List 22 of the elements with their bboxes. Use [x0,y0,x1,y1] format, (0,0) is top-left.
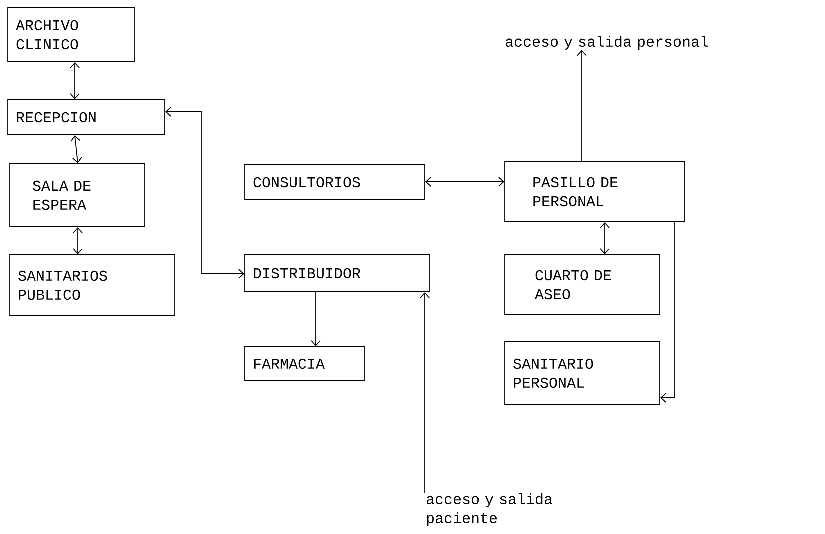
access-text: acceso y salida paciente [426,494,552,526]
room-box: SANITARIO PERSONAL [504,342,660,406]
room-box: PASILLO DE PERSONAL [504,162,686,222]
arrow [420,292,430,494]
arrow [660,222,676,403]
room-box: CONSULTORIOS [244,164,426,200]
arrow [165,107,245,279]
room-box: SALA DE ESPERA [10,164,146,228]
arrow [600,222,610,255]
room-box: DISTRIBUIDOR [244,254,430,292]
arrow [70,135,82,164]
arrow [73,227,83,255]
arrow [70,62,80,100]
arrow [577,50,587,162]
access-text: acceso y salida personal [506,36,708,50]
room-box: RECEPCION [8,100,166,136]
room-box: CUARTO DE ASEO [504,254,660,316]
room-box: ARCHIVO CLINICO [8,8,136,62]
room-box: FARMACIA [244,346,366,382]
room-box: SANITARIOS PUBLICO [10,254,176,316]
arrow [425,177,505,187]
arrow [311,292,321,347]
